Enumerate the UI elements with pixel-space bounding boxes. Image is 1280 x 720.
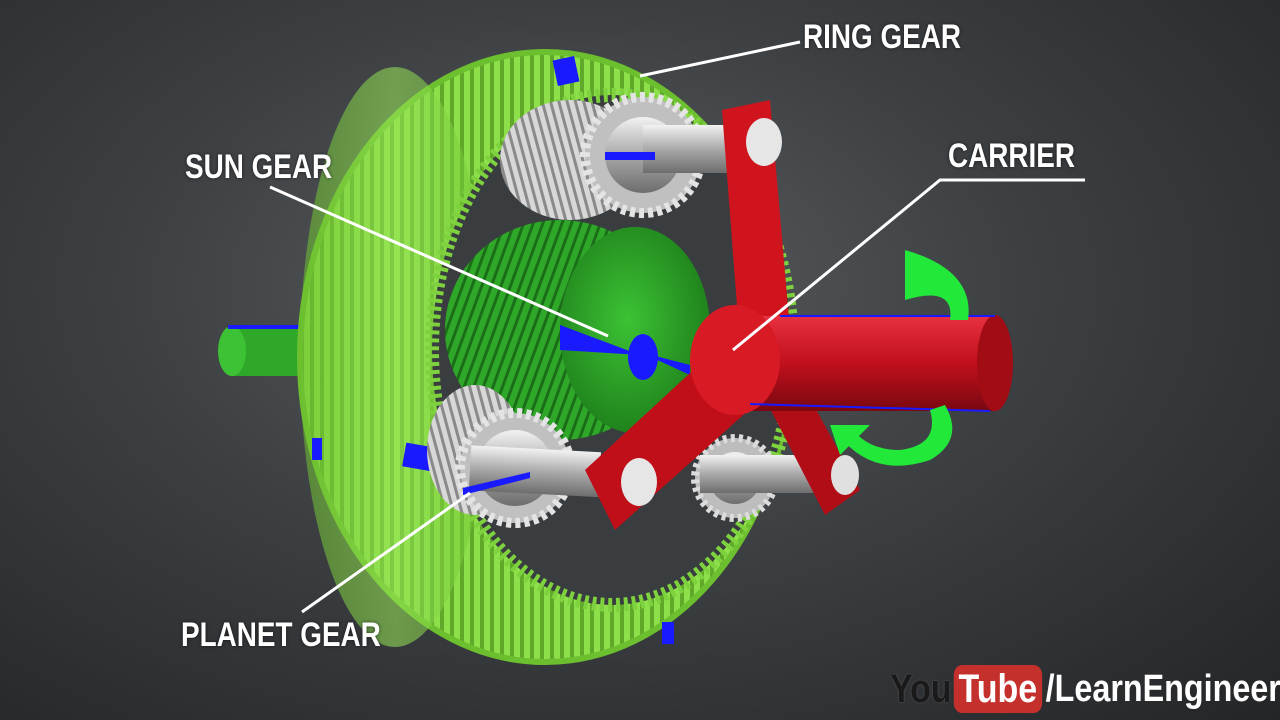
- channel-name: /LearnEngineering: [1045, 667, 1280, 710]
- carrier-leader: [732, 178, 1085, 352]
- planet-gear-leader: [301, 491, 471, 614]
- planet-gear-right: [691, 434, 820, 522]
- ring-gear-leader: [639, 40, 801, 78]
- youtube-watermark: You Tube /LearnEngineering: [890, 664, 1280, 714]
- planet-gear-top: [500, 92, 733, 220]
- planet-gear-label: PLANET GEAR: [181, 616, 381, 654]
- planet-gear-bottom: [427, 385, 602, 528]
- youtube-logo-tube: Tube: [953, 665, 1043, 713]
- rotation-arrow: [830, 250, 969, 466]
- callout-lines: [269, 40, 1085, 614]
- sun-gear: [445, 220, 710, 440]
- carrier-label: CARRIER: [948, 137, 1076, 175]
- youtube-logo-you: You: [890, 666, 952, 711]
- ring-gear-label: RING GEAR: [803, 18, 962, 56]
- sun-gear-label: SUN GEAR: [185, 148, 333, 186]
- carrier: [585, 100, 1013, 530]
- sun-gear-leader: [269, 185, 609, 338]
